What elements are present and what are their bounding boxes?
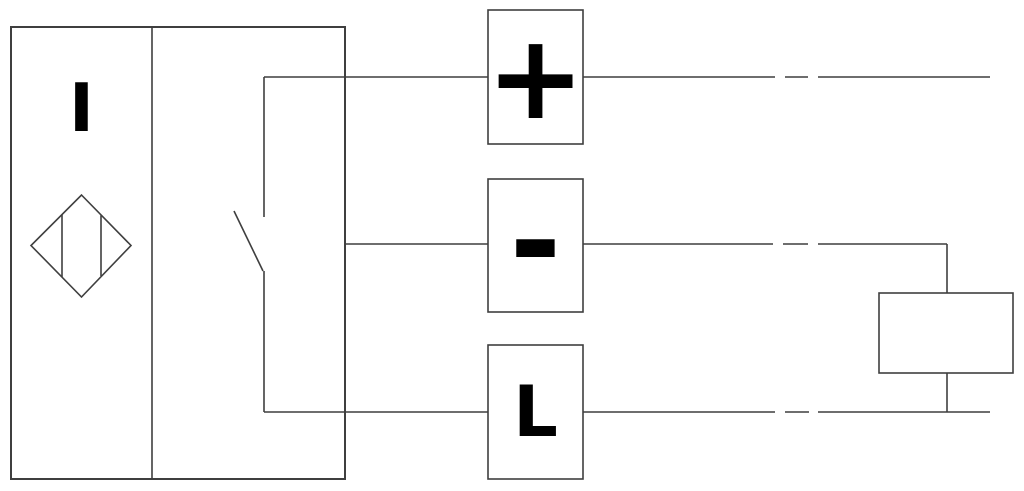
wire-load — [264, 373, 990, 413]
wire-minus — [345, 243, 948, 293]
terminal-box-load — [487, 344, 584, 480]
sensor-indicator-label: I — [69, 68, 94, 147]
terminal-box-minus — [487, 178, 584, 313]
terminal-box-plus — [487, 9, 584, 145]
plus-symbol-label: + — [486, 8, 585, 146]
terminal-symbol-load: L — [488, 345, 583, 479]
terminal-symbol-plus: + — [486, 8, 585, 146]
load-symbol-label: L — [513, 371, 558, 453]
diamond-outline — [29, 193, 133, 299]
proximity-sensor-icon — [29, 193, 133, 299]
terminal-symbol-minus: - — [488, 175, 583, 308]
switch-blade — [233, 210, 264, 272]
sensor-indicator-symbol: I — [11, 60, 152, 156]
sensor-body-outline — [10, 26, 346, 480]
load-box — [878, 292, 1014, 374]
switch-contact-icon — [233, 77, 265, 412]
minus-symbol-label: - — [509, 169, 562, 314]
